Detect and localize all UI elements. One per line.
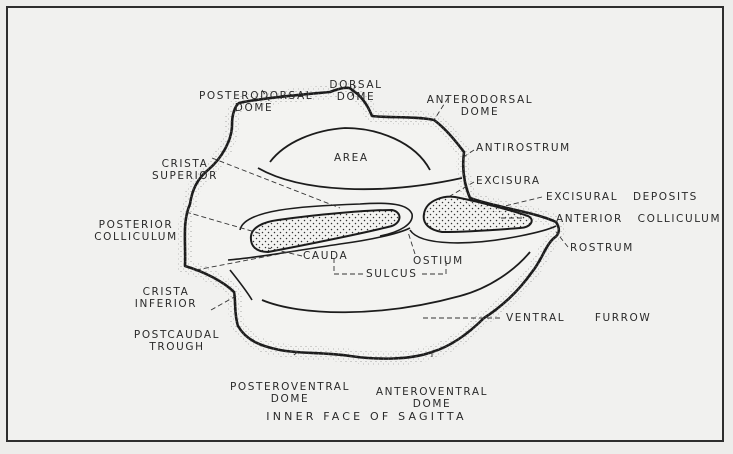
anterior-colliculum-shape xyxy=(424,197,532,232)
label-sulcus: SULCUS xyxy=(364,268,419,280)
label-anterior-colliculum: ANTERIOR COLLICULUM xyxy=(556,213,721,225)
label-cauda: CAUDA xyxy=(303,250,348,262)
label-area: AREA xyxy=(334,152,369,164)
label-excisural-deposits: EXCISURAL DEPOSITS xyxy=(546,191,698,203)
label-excisura: EXCISURA xyxy=(476,175,541,187)
label-rostrum: ROSTRUM xyxy=(570,242,634,254)
label-ventral-furrow: VENTRAL FURROW xyxy=(506,312,651,324)
leader-excisural-deposits xyxy=(505,197,542,206)
label-antirostrum: ANTIROSTRUM xyxy=(476,142,571,154)
label-ostium: OSTIUM xyxy=(413,255,464,267)
figure-caption: INNER FACE OF SAGITTA xyxy=(0,410,733,423)
